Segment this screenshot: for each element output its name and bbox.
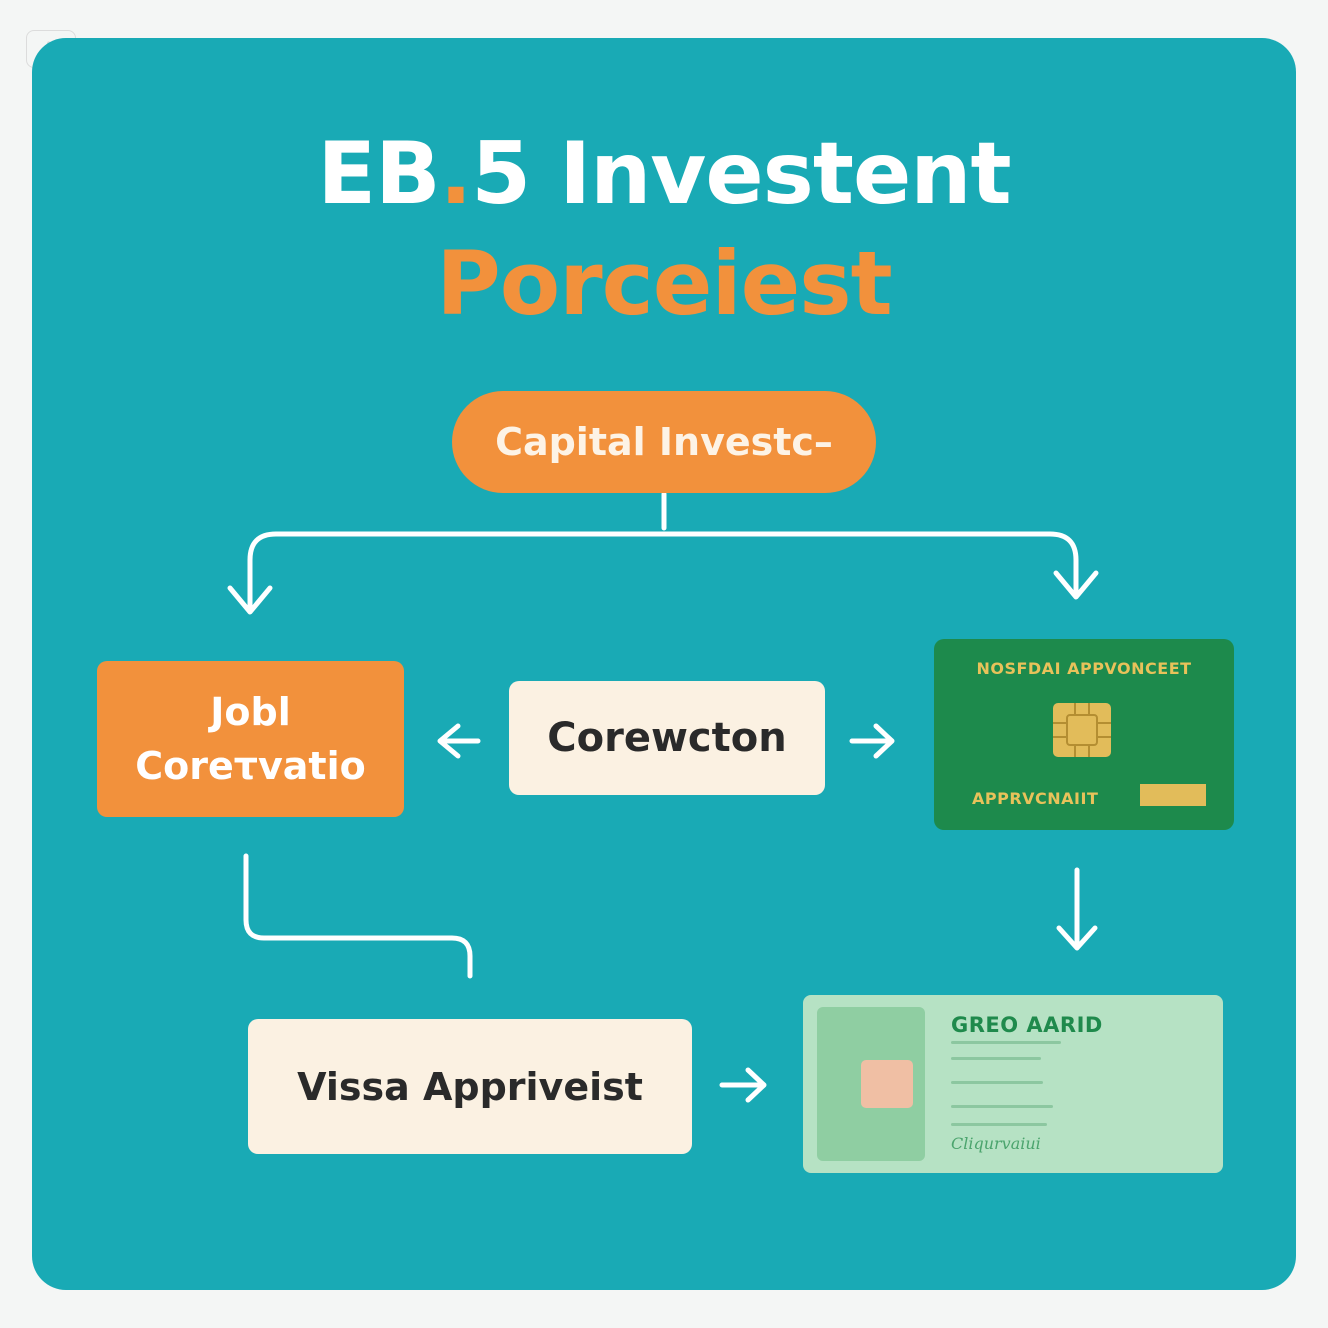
- green-card-signature: Cliqurvaiui: [951, 1134, 1041, 1153]
- arrow-right-visa-icon: [719, 1067, 767, 1103]
- arrow-left-icon: [437, 723, 481, 759]
- title-line-2: Porceiest: [436, 232, 893, 335]
- portrait-icon: [861, 1060, 913, 1108]
- green-card-photo-area: [817, 1007, 925, 1161]
- connector-bus: [247, 531, 1079, 611]
- title-dot: .: [439, 124, 473, 224]
- green-card-text-line: [951, 1123, 1047, 1126]
- green-card-text-line: [951, 1105, 1053, 1108]
- green-card-text-line: [951, 1041, 1061, 1044]
- capital-investment-node: Capital Investc–: [452, 391, 876, 493]
- visa-approval-node: Vissa Appriveist: [248, 1019, 692, 1154]
- connector-elbow: [243, 853, 473, 979]
- green-card-text-line: [951, 1081, 1043, 1084]
- arrow-right-icon: [849, 723, 895, 759]
- job-node-line-2: Coreτvatio: [135, 744, 366, 788]
- job-node-line-1: Jobl: [210, 690, 291, 734]
- green-card: GREO AARID Cliqurvaiui: [803, 995, 1223, 1173]
- arrow-down-left-icon: [227, 585, 273, 615]
- arrow-down-right-icon: [1053, 570, 1099, 600]
- title-line-1: EB.5 Investent: [317, 124, 1011, 224]
- approval-card-footer: APPRVCNAIIT: [972, 789, 1099, 808]
- arrow-down-card-icon: [1056, 867, 1098, 951]
- approval-card: NOSFDAI APPVONCEET APPRVCNAIIT: [934, 639, 1234, 830]
- card-stripe: [1140, 784, 1206, 806]
- approval-card-header: NOSFDAI APPVONCEET: [976, 659, 1192, 678]
- card-chip-icon: [1053, 703, 1111, 757]
- green-card-text-line: [951, 1057, 1041, 1060]
- connection-node: Corewcton: [509, 681, 825, 795]
- job-creation-node: Jobl Coreτvatio: [97, 661, 404, 817]
- green-card-title: GREO AARID: [951, 1013, 1103, 1037]
